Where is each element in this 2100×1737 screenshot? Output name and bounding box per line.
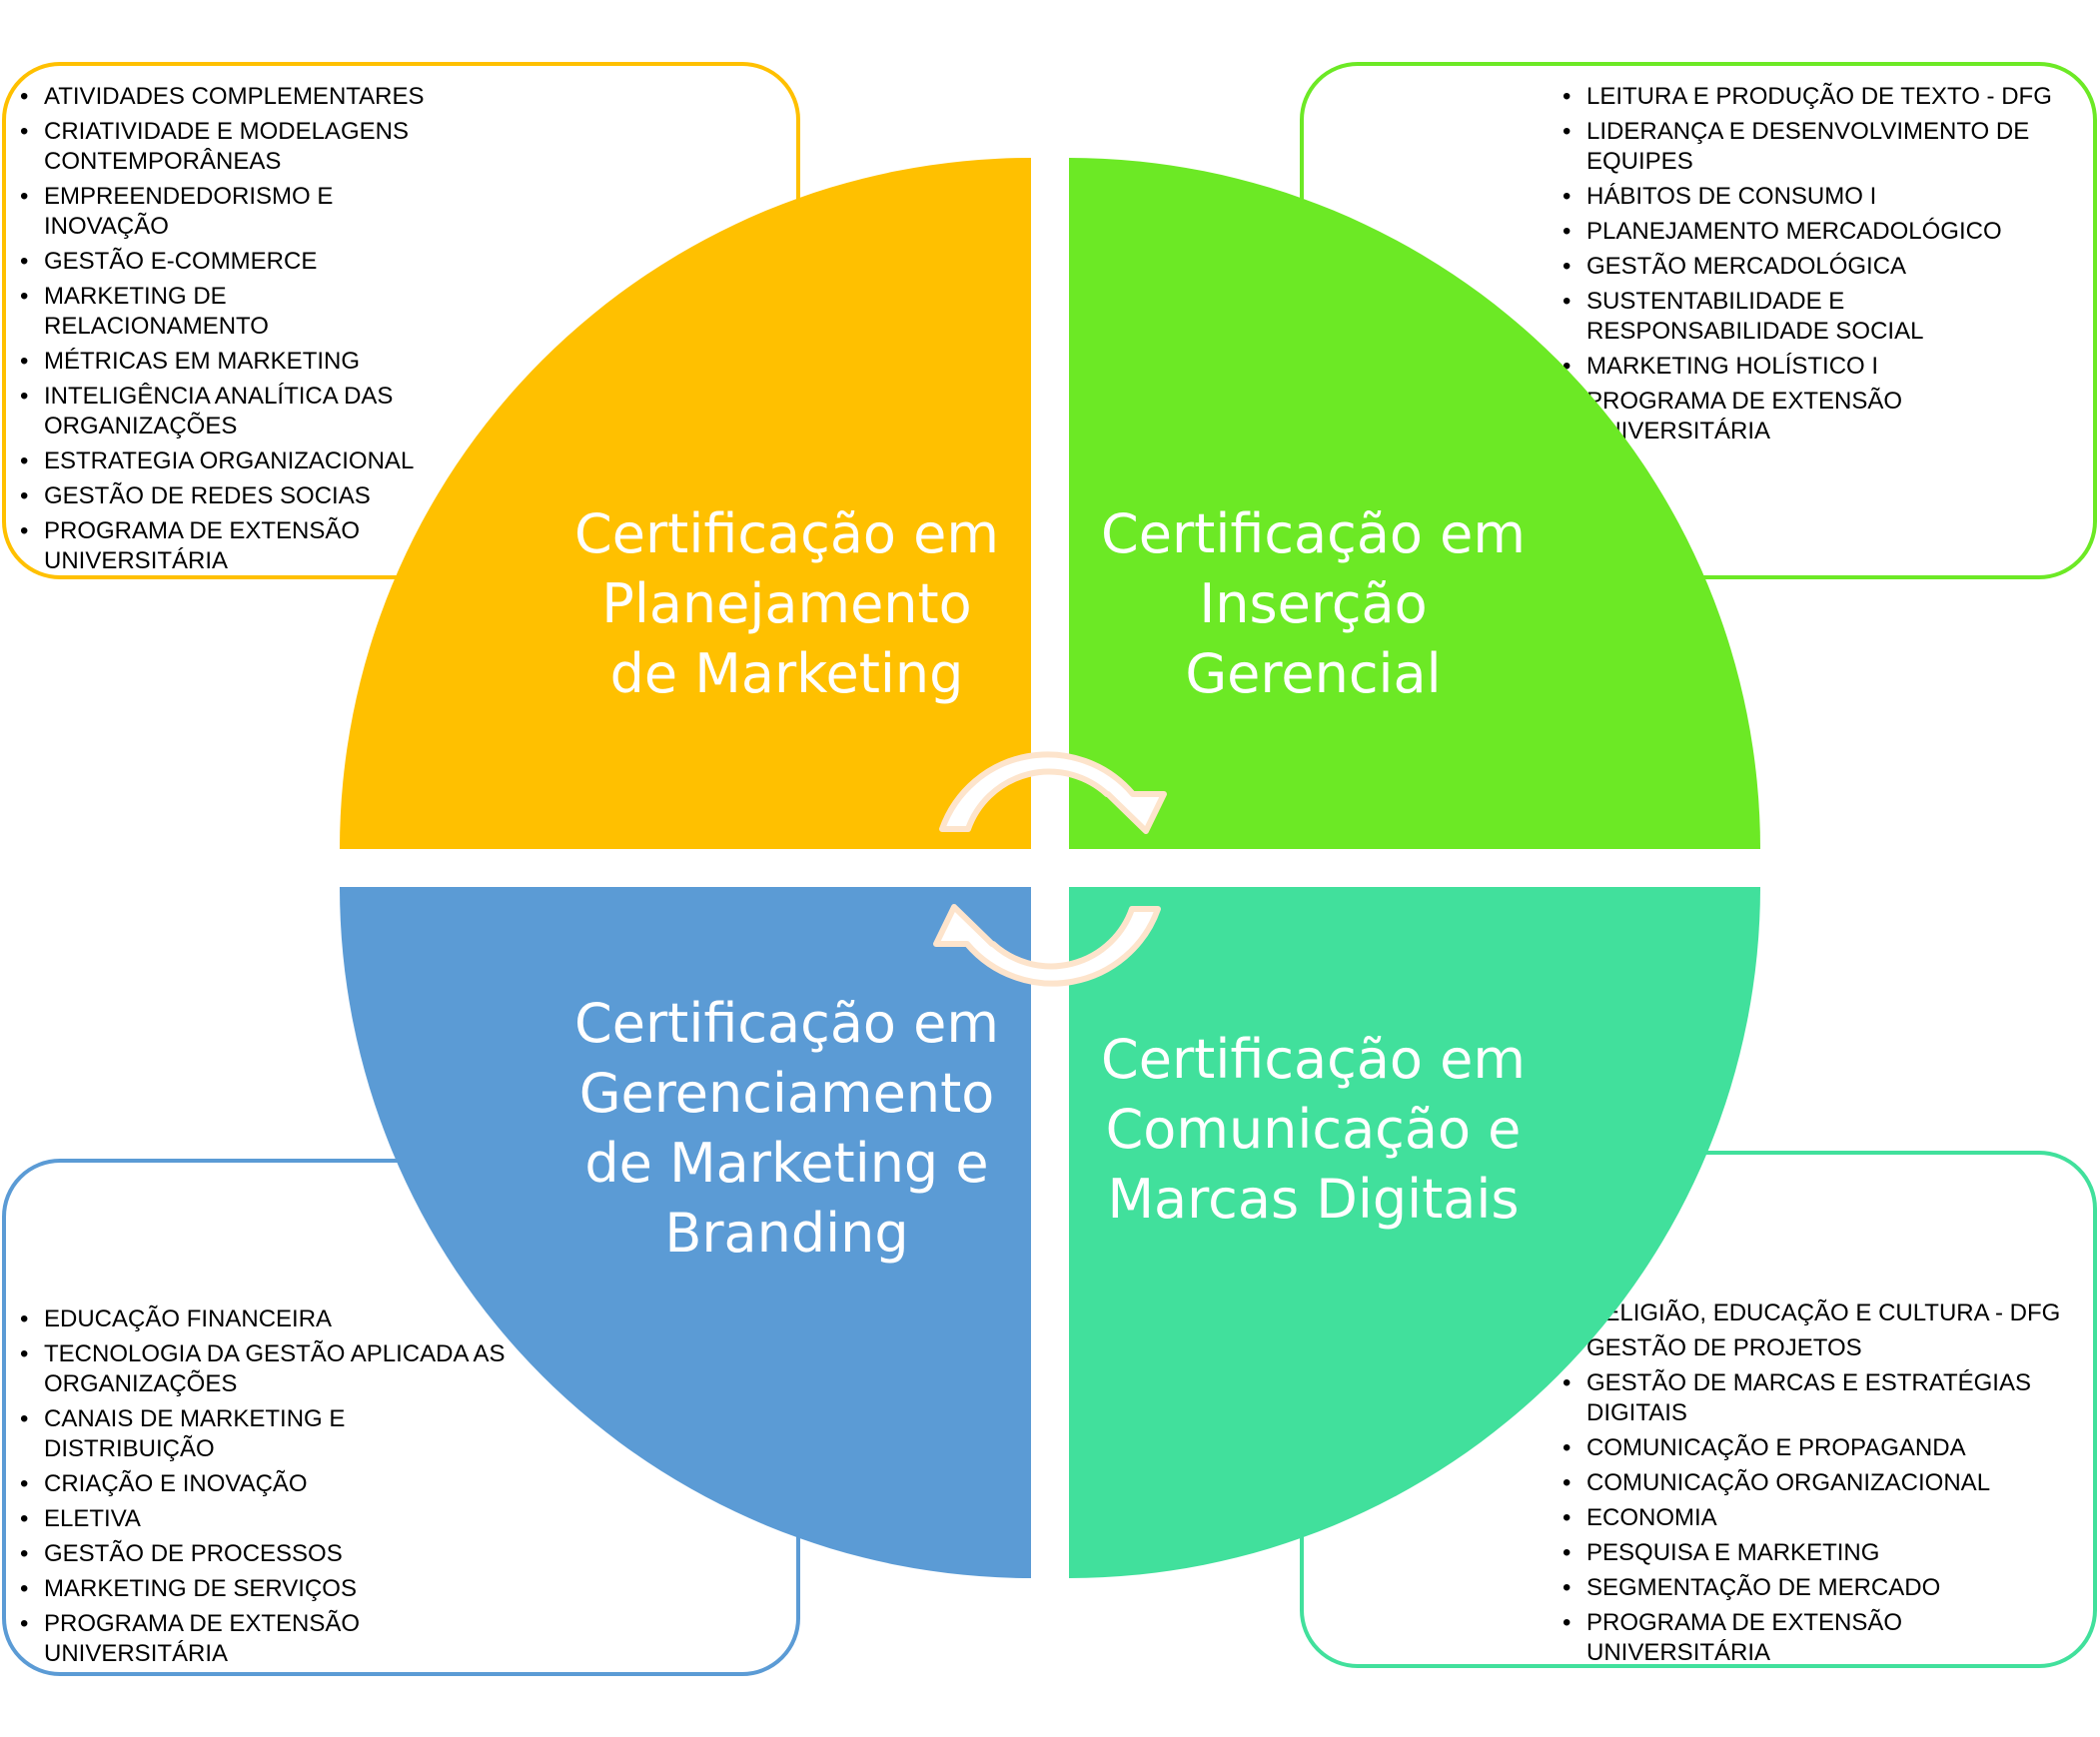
course-item: EDUCAÇÃO FINANCEIRA	[18, 1304, 518, 1334]
quadrant-gerenciamento	[340, 887, 1031, 1578]
course-item: SUSTENTABILIDADE E RESPONSABILIDADE SOCI…	[1561, 287, 2080, 347]
course-list-insercao: LEITURA E PRODUÇÃO DE TEXTO - DFG LIDERAN…	[1561, 82, 2080, 451]
course-item: PLANEJAMENTO MERCADOLÓGICO	[1561, 217, 2080, 247]
title-line: Gerencial	[1185, 642, 1442, 705]
course-item: ATIVIDADES COMPLEMENTARES	[18, 82, 448, 112]
course-item: GESTÃO DE PROCESSOS	[18, 1539, 518, 1569]
title-line: Certificação em	[574, 502, 999, 565]
course-item: PROGRAMA DE EXTENSÃO UNIVERSITÁRIA	[18, 516, 448, 576]
title-planejamento: Certificação em Planejamento de Marketing	[520, 499, 1054, 709]
course-item: PROGRAMA DE EXTENSÃO UNIVERSITÁRIA	[1561, 1608, 2080, 1668]
course-item: RELIGIÃO, EDUCAÇÃO E CULTURA - DFG	[1561, 1299, 2080, 1328]
course-item: HÁBITOS DE CONSUMO I	[1561, 182, 2080, 212]
title-line: Planejamento	[601, 572, 972, 635]
quadrant-comunicacao	[1069, 887, 1760, 1578]
course-item: CRIATIVIDADE E MODELAGENS CONTEMPORÂNEAS	[18, 117, 448, 177]
course-item: GESTÃO DE REDES SOCIAS	[18, 481, 448, 511]
quadrant-planejamento	[340, 158, 1031, 849]
title-line: Certificação em	[574, 992, 999, 1055]
course-item: CRIAÇÃO E INOVAÇÃO	[18, 1469, 518, 1499]
course-item: MARKETING DE RELACIONAMENTO	[18, 282, 448, 342]
course-item: TECNOLOGIA DA GESTÃO APLICADA AS ORGANIZ…	[18, 1339, 518, 1399]
quadrant-insercao	[1069, 158, 1760, 849]
course-item: GESTÃO MERCADOLÓGICA	[1561, 252, 2080, 282]
course-item: MÉTRICAS EM MARKETING	[18, 347, 448, 377]
course-item: EMPREENDEDORISMO E INOVAÇÃO	[18, 182, 448, 242]
course-item: GESTÃO E-COMMERCE	[18, 247, 448, 277]
title-line: Comunicação e	[1105, 1098, 1522, 1161]
course-item: ESTRATEGIA ORGANIZACIONAL	[18, 446, 448, 476]
course-item: COMUNICAÇÃO ORGANIZACIONAL	[1561, 1468, 2080, 1498]
title-line: Inserção	[1199, 572, 1428, 635]
course-item: ELETIVA	[18, 1504, 518, 1534]
course-item: SEGMENTAÇÃO DE MERCADO	[1561, 1573, 2080, 1603]
course-item: PESQUISA E MARKETING	[1561, 1538, 2080, 1568]
course-list-planejamento: ATIVIDADES COMPLEMENTARES CRIATIVIDADE E …	[18, 82, 448, 581]
course-item: LEITURA E PRODUÇÃO DE TEXTO - DFG	[1561, 82, 2080, 112]
title-line: Gerenciamento	[578, 1062, 995, 1125]
cycle-arrow-bottom-icon	[933, 904, 1161, 987]
course-item: LIDERANÇA E DESENVOLVIMENTO DE EQUIPES	[1561, 117, 2080, 177]
title-line: Branding	[664, 1202, 909, 1265]
cycle-arrow-top-icon	[939, 751, 1167, 834]
course-item: CANAIS DE MARKETING E DISTRIBUIÇÃO	[18, 1404, 518, 1464]
title-line: Certificação em	[1101, 502, 1526, 565]
course-list-comunicacao: RELIGIÃO, EDUCAÇÃO E CULTURA - DFG GESTÃO…	[1561, 1299, 2080, 1673]
course-item: ECONOMIA	[1561, 1503, 2080, 1533]
course-item: MARKETING DE SERVIÇOS	[18, 1574, 518, 1604]
title-line: Marcas Digitais	[1107, 1168, 1520, 1231]
title-comunicacao: Certificação em Comunicação e Marcas Digit…	[1046, 1025, 1580, 1235]
title-line: de Marketing e	[584, 1132, 989, 1195]
course-item: INTELIGÊNCIA ANALÍTICA DAS ORGANIZAÇÕES	[18, 382, 448, 441]
title-line: de Marketing	[609, 642, 964, 705]
course-item: GESTÃO DE MARCAS E ESTRATÉGIAS DIGITAIS	[1561, 1368, 2080, 1428]
title-gerenciamento: Certificação em Gerenciamento de Marketing…	[520, 989, 1054, 1269]
course-list-gerenciamento: EDUCAÇÃO FINANCEIRA TECNOLOGIA DA GESTÃO …	[18, 1304, 518, 1674]
title-line: Certificação em	[1101, 1028, 1526, 1091]
course-item: COMUNICAÇÃO E PROPAGANDA	[1561, 1433, 2080, 1463]
course-item: MARKETING HOLÍSTICO I	[1561, 352, 2080, 382]
course-item: PROGRAMA DE EXTENSÃO UNIVERSITÁRIA	[18, 1609, 518, 1669]
